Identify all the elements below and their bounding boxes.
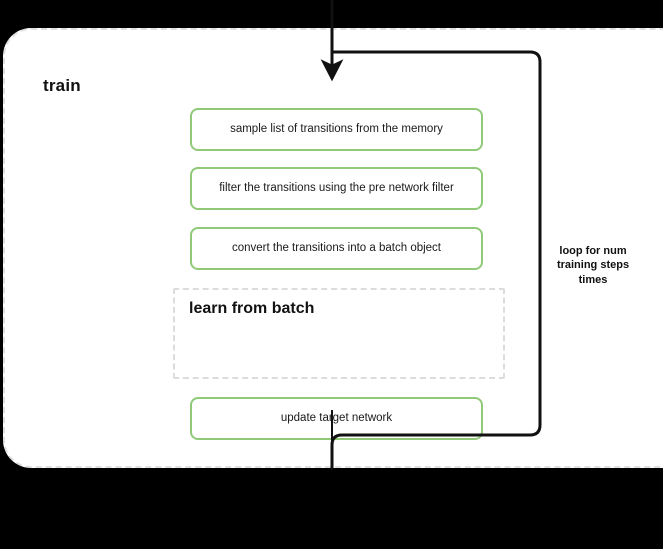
train-subgraph-title: train	[43, 76, 81, 95]
learn-from-batch-subgraph: learn from batch	[173, 288, 505, 379]
node-filter-transitions[interactable]: filter the transitions using the pre net…	[190, 167, 483, 210]
node-label: convert the transitions into a batch obj…	[231, 241, 442, 254]
node-update-target-network[interactable]: update target network	[190, 397, 483, 440]
node-label: filter the transitions using the pre net…	[219, 181, 454, 194]
node-label: update target network	[280, 411, 393, 424]
train-subgraph-container: train learn from batch loop for num trai…	[3, 28, 663, 468]
node-label: sample list of transitions from the memo…	[230, 122, 443, 135]
loop-annotation-label: loop for num training steps times	[556, 245, 630, 286]
node-sample-transitions[interactable]: sample list of transitions from the memo…	[190, 108, 483, 151]
node-convert-to-batch[interactable]: convert the transitions into a batch obj…	[190, 227, 483, 270]
learn-from-batch-title: learn from batch	[189, 300, 315, 317]
